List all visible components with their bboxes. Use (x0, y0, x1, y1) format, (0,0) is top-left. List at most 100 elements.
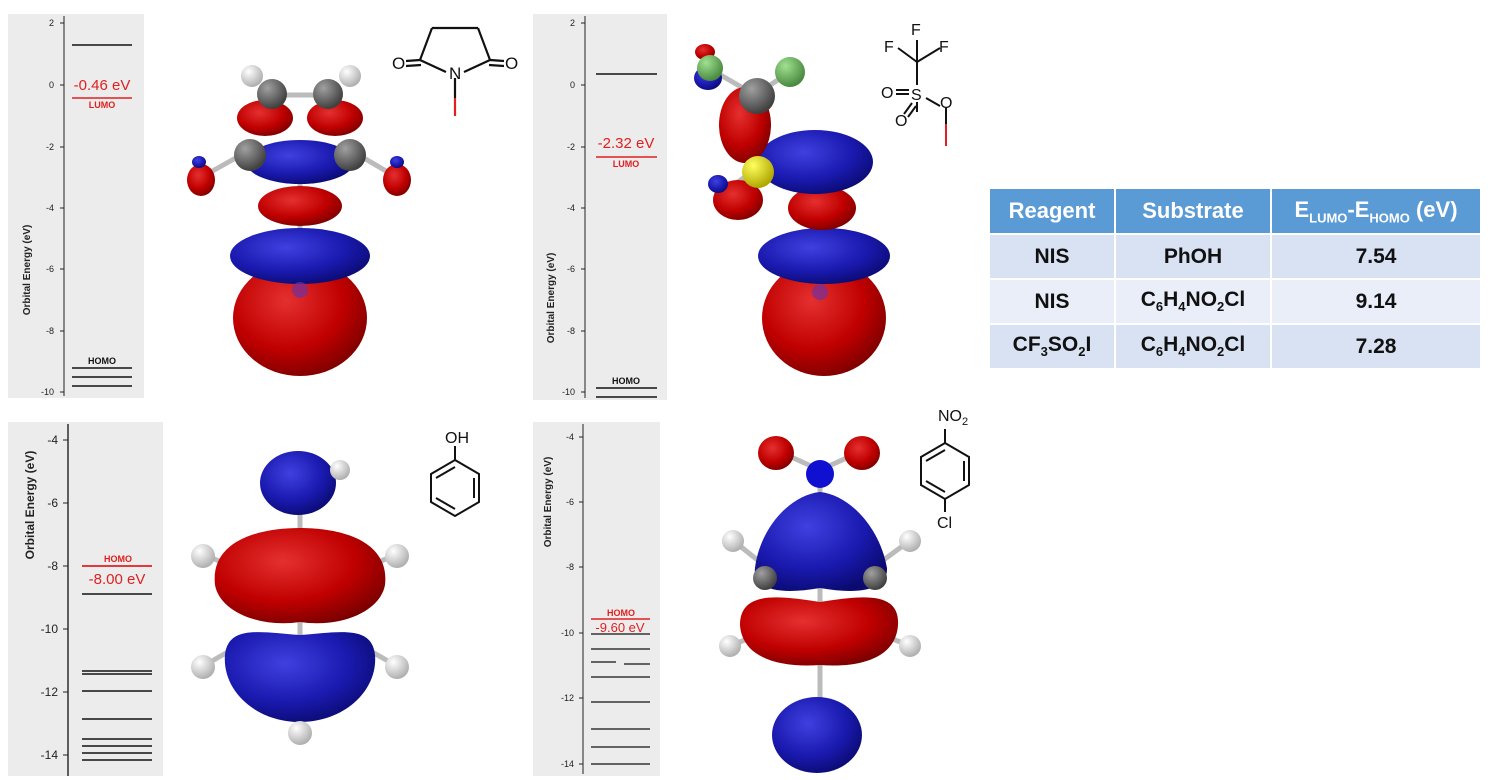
atom-label: F (884, 39, 894, 56)
orbital-lobe-red (762, 260, 886, 376)
carbon-atom (257, 79, 287, 109)
hydrogen-atom (385, 544, 409, 568)
table-cell: 7.28 (1270, 323, 1482, 370)
y-axis-label: Orbital Energy (eV) (23, 451, 37, 560)
hydrogen-atom (722, 530, 744, 552)
phoh-homo-orbital (191, 451, 409, 745)
tick-label: -10 (562, 387, 575, 397)
tick-label: -6 (566, 497, 574, 507)
table-cell: C6H4NO2Cl (1114, 323, 1272, 370)
table-row: NIS PhOH 7.54 (988, 233, 1482, 280)
orbital-lobe-red (258, 186, 342, 226)
y-axis-label: Orbital Energy (eV) (543, 457, 554, 548)
cf3so2i-structure: F F F S O O O I (881, 22, 952, 149)
tick-labels: 2 0 -2 -4 -6 -8 -10 (562, 18, 585, 397)
tick-label: -6 (567, 264, 575, 274)
energy-panel-nitro-bg (533, 422, 660, 776)
carbon-atom (334, 139, 366, 171)
hydrogen-atom (719, 635, 741, 657)
lumo-energy-label: -0.46 eV (74, 77, 131, 94)
lumo-label: LUMO (89, 100, 116, 110)
fluorine-atom (697, 55, 723, 81)
atom-label: O (895, 113, 907, 130)
homo-label: HOMO (612, 376, 640, 386)
homo-label: HOMO (88, 356, 116, 366)
atom-label: O (505, 54, 518, 73)
energy-panel-cf3so2i: 2 0 -2 -4 -6 -8 -10 Orbital Energy (eV) … (546, 16, 657, 398)
orbital-lobe-red (788, 186, 856, 230)
phoh-structure: OH (430, 430, 480, 518)
cf3so2i-lumo-orbital (694, 44, 890, 376)
hydrogen-atom (385, 655, 409, 679)
atom-label: O (881, 85, 893, 102)
hydrogen-atom (330, 460, 350, 480)
table-cell: PhOH (1114, 233, 1272, 280)
hydrogen-atom (339, 65, 361, 87)
orbital-lobe-blue (758, 228, 890, 284)
orbital-lobe-red (758, 436, 794, 470)
homo-energy-label: -8.00 eV (89, 571, 146, 588)
table-cell: 9.14 (1270, 278, 1482, 325)
tick-label: 0 (49, 80, 54, 90)
tick-label: -10 (41, 622, 59, 636)
hydrogen-atom (899, 530, 921, 552)
tick-label: -4 (47, 433, 58, 447)
atom-label: N (449, 64, 461, 83)
tick-label: -4 (46, 203, 54, 213)
orbital-lobe-red (844, 436, 880, 470)
lumo-label: LUMO (613, 159, 640, 169)
atom-label: F (911, 22, 921, 39)
nis-lumo-orbital (187, 65, 411, 376)
energy-panel-cf3so2i-bg (533, 14, 667, 400)
orbital-lobe-red (187, 164, 215, 196)
atom-label: S (911, 87, 922, 104)
tick-label: -2 (46, 142, 54, 152)
orbital-lobe-blue (224, 632, 376, 722)
y-axis-label: Orbital Energy (eV) (546, 253, 557, 344)
nitro-structure: NO2 Cl (920, 408, 970, 532)
orbital-lobe-blue (230, 228, 370, 284)
hydrogen-atom (899, 635, 921, 657)
orbital-lobe-blue (757, 130, 873, 194)
tick-label: -10 (561, 628, 574, 638)
orbital-lobe-red (233, 260, 367, 376)
homo-label: HOMO (607, 608, 635, 618)
tick-label: -4 (566, 432, 574, 442)
atom-label: I (943, 147, 944, 149)
col-header-reagent: Reagent (988, 187, 1116, 235)
sulfur-atom (742, 156, 774, 188)
homo-energy-label: -9.60 eV (595, 620, 644, 635)
tick-label: -10 (41, 387, 54, 397)
energy-panel-phoh: -4 -6 -8 -10 -12 -14 Orbital Energy (eV)… (23, 424, 152, 776)
substituent-label: NO2 (938, 408, 968, 428)
y-axis-label: Orbital Energy (eV) (22, 225, 33, 316)
tick-label: -12 (41, 685, 59, 699)
orbital-lobe-blue (246, 140, 354, 184)
carbon-atom (234, 139, 266, 171)
energy-gap-table: Reagent Substrate ELUMO-EHOMO (eV) NIS P… (988, 187, 1482, 370)
orbital-lobe-blue (260, 451, 336, 515)
atom-label: Cl (937, 515, 952, 532)
tick-label: -4 (567, 203, 575, 213)
nis-structure: O O N I (392, 26, 518, 119)
fluorine-atom (775, 57, 805, 87)
tick-label: 0 (570, 80, 575, 90)
tick-label: -8 (47, 559, 58, 573)
tick-labels: -4 -6 -8 -10 -12 -14 (41, 433, 68, 762)
col-header-gap: ELUMO-EHOMO (eV) (1270, 187, 1482, 235)
table-cell: CF3SO2I (988, 323, 1116, 370)
orbital-lobe-red (740, 597, 899, 666)
tick-labels: 2 0 -2 -4 -6 -8 -10 (41, 18, 64, 397)
table-row: CF3SO2I C6H4NO2Cl 7.28 (988, 323, 1482, 370)
hydrogen-atom (191, 544, 215, 568)
hydrogen-atom (191, 655, 215, 679)
hydrogen-atom (241, 65, 263, 87)
hydrogen-atom (288, 721, 312, 745)
nitrogen-atom (806, 460, 834, 488)
atom-label: I (451, 117, 452, 119)
tick-label: -14 (41, 748, 59, 762)
tick-label: -8 (567, 326, 575, 336)
col-header-substrate: Substrate (1114, 187, 1272, 235)
table-header-row: Reagent Substrate ELUMO-EHOMO (eV) (988, 187, 1482, 235)
energy-panel-nis-bg (8, 14, 144, 398)
